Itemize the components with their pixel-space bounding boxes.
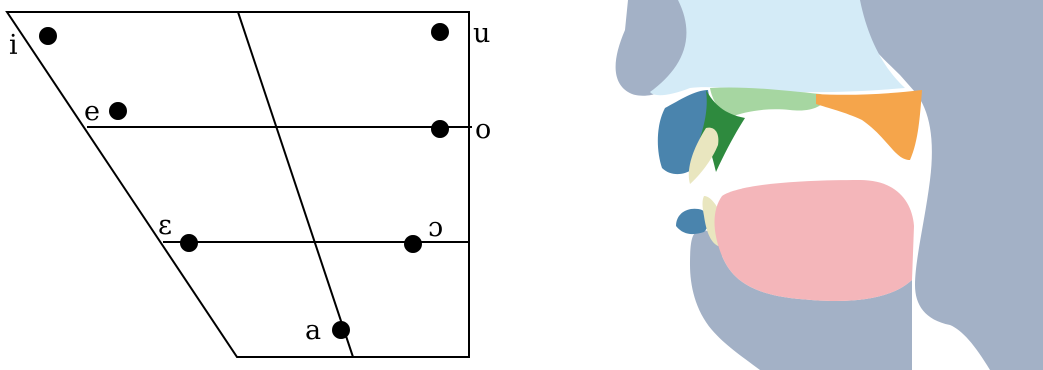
vowel-u: u xyxy=(431,18,490,49)
vowel-label-o: o xyxy=(475,114,491,145)
vowel-a: a xyxy=(305,315,350,346)
vowel-dot-i xyxy=(39,27,57,45)
vowel-label-open-e: ɛ xyxy=(158,210,172,241)
vowel-label-a: a xyxy=(305,315,321,346)
soft-palate xyxy=(816,90,922,160)
vowel-dot-e xyxy=(109,102,127,120)
vowel-quadrilateral xyxy=(7,12,469,357)
vowel-dot-open-o xyxy=(404,235,422,253)
vowel-dot-open-e xyxy=(180,234,198,252)
vowel-label-i: i xyxy=(9,30,18,61)
vowel-label-e: e xyxy=(84,96,100,127)
central-line xyxy=(238,12,353,357)
vowel-o: o xyxy=(431,114,491,145)
vowel-open-o: ɔ xyxy=(404,212,443,253)
vowel-e: e xyxy=(84,96,127,127)
vowel-label-open-o: ɔ xyxy=(428,212,443,243)
vowel-dot-a xyxy=(332,321,350,339)
tongue xyxy=(715,180,915,301)
vowel-label-u: u xyxy=(473,18,490,49)
vowel-dot-u xyxy=(431,23,449,41)
vocal-tract xyxy=(616,0,1043,370)
vowel-chart: i u e o ɛ ɔ a xyxy=(7,12,491,357)
vowel-dot-o xyxy=(431,120,449,138)
vowel-i: i xyxy=(9,27,57,61)
